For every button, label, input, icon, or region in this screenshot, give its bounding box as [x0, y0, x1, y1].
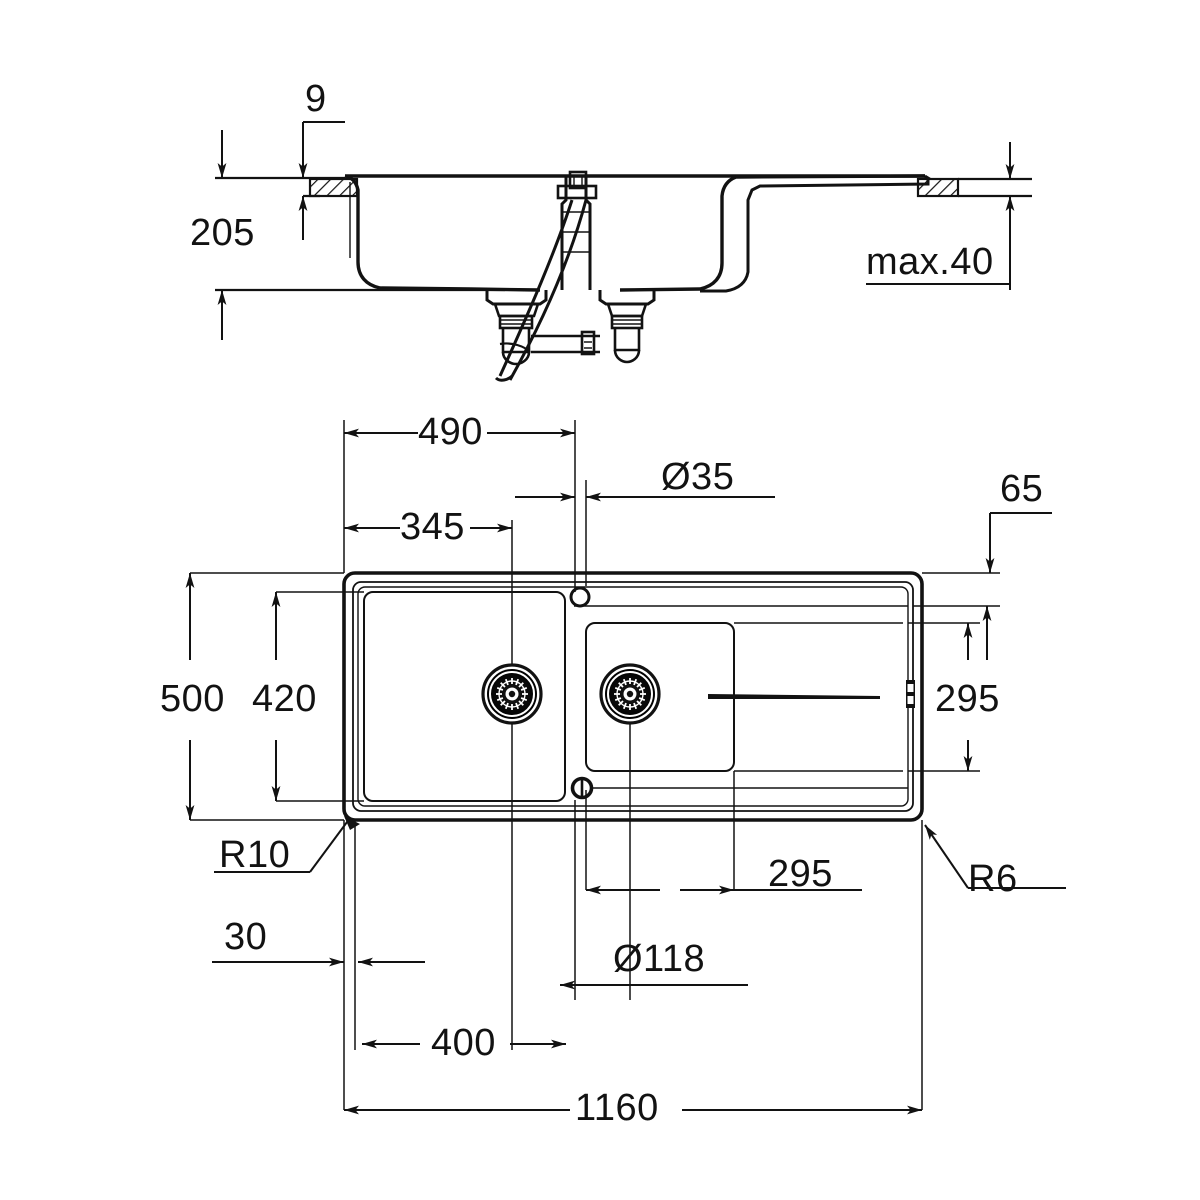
- overflow-hole: [570, 776, 594, 800]
- dim-label-490: 490: [418, 411, 483, 453]
- drainer-ridge: [708, 694, 880, 699]
- dim-295-vertical: [963, 606, 992, 771]
- dim-label-R6: R6: [968, 858, 1018, 900]
- dim-label-295-horizontal: 295: [768, 853, 833, 895]
- dim-label-R10: R10: [219, 834, 291, 876]
- dim-label-295-vertical: 295: [935, 678, 1000, 720]
- dim-9: [298, 121, 345, 240]
- dim-label-500: 500: [160, 678, 225, 720]
- plan-view: [185, 420, 1066, 1115]
- dim-label-dia35: Ø35: [661, 456, 735, 498]
- dim-label-345: 345: [400, 506, 465, 548]
- extension-lines: [190, 420, 1000, 1110]
- dim-label-1160: 1160: [575, 1087, 659, 1129]
- dim-max40: [866, 142, 1015, 290]
- left-bowl-drain: [481, 663, 543, 725]
- sink-outer-rim: [342, 571, 924, 822]
- dim-label-420: 420: [252, 678, 317, 720]
- leader-R10: [214, 816, 360, 873]
- right-bowl-drain: [599, 663, 661, 725]
- section-view: [215, 121, 1032, 382]
- dim-label-30: 30: [224, 916, 268, 958]
- dim-label-9: 9: [305, 78, 327, 120]
- dim-label-dia118: Ø118: [613, 938, 706, 980]
- left-bowl: [363, 591, 566, 802]
- dim-label-65: 65: [1000, 468, 1044, 510]
- drain-trap-assembly: [485, 170, 656, 382]
- side-notch: [906, 680, 915, 708]
- dim-65: [985, 512, 1052, 573]
- dim-label-max40: max.40: [866, 241, 994, 283]
- leader-R6: [924, 824, 1066, 889]
- dim-label-205: 205: [190, 212, 255, 254]
- worktop-cut-right: [916, 177, 960, 198]
- tap-hole: [569, 586, 591, 608]
- dim-label-400: 400: [431, 1022, 496, 1064]
